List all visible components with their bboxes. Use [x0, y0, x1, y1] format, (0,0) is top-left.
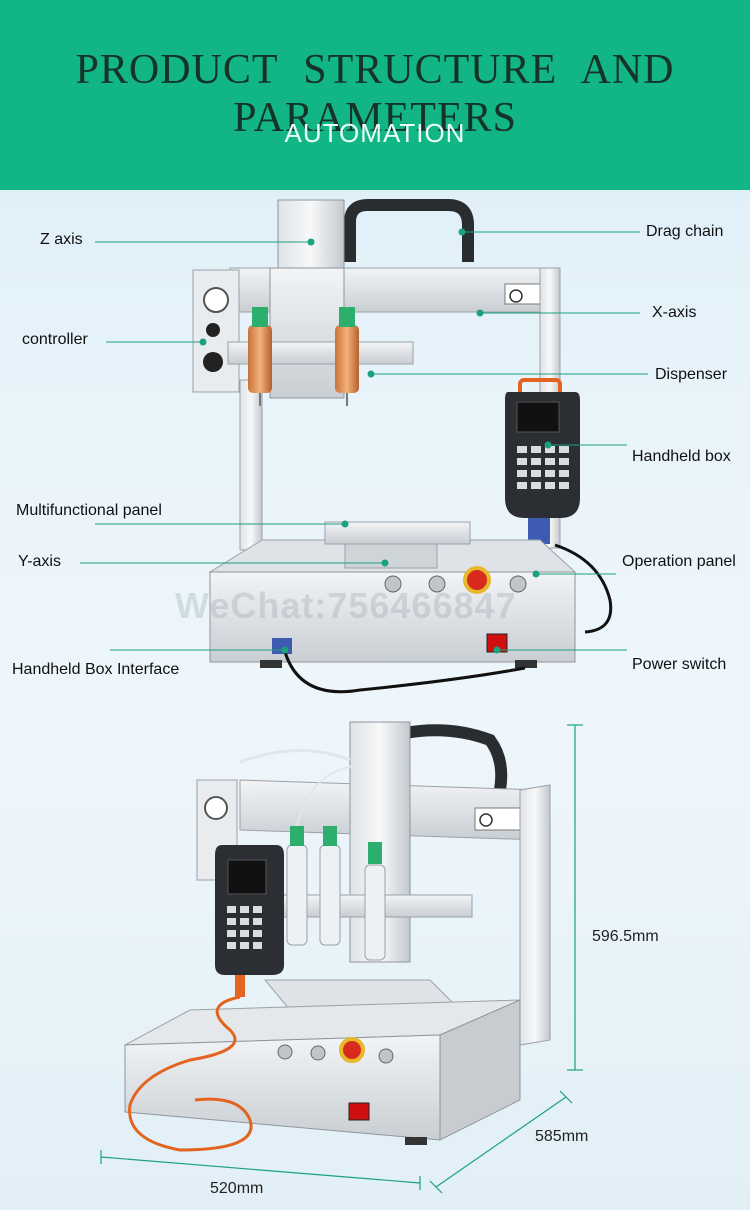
label-operation-panel: Operation panel	[622, 553, 736, 570]
dimension-lines	[100, 724, 583, 1194]
watermark: WeChat:756466847	[175, 585, 517, 626]
label-power-switch: Power switch	[632, 656, 727, 673]
label-controller: controller	[22, 331, 88, 348]
label-y-axis: Y-axis	[18, 553, 61, 570]
label-handheld-box-interface: Handheld Box Interface	[12, 661, 180, 678]
label-dispenser: Dispenser	[655, 366, 728, 383]
label-multifunctional-panel: Multifunctional panel	[16, 502, 162, 519]
label-handheld-box: Handheld box	[632, 448, 731, 465]
dimension-width: 520mm	[210, 1180, 264, 1197]
leader-lines	[80, 228, 648, 654]
label-drag-chain: Drag chain	[646, 223, 724, 240]
page-subtitle: AUTOMATION	[284, 118, 466, 148]
page-title: PRODUCT STRUCTURE AND PARAMETERS	[75, 47, 675, 141]
machine-front-view	[192, 199, 613, 694]
label-x-axis: X-axis	[652, 304, 697, 321]
label-z-axis: Z axis	[40, 231, 83, 248]
page-header: PRODUCT STRUCTURE AND PARAMETERS AUTOMAT…	[0, 0, 750, 190]
dimension-height: 596.5mm	[592, 928, 659, 945]
dimension-depth: 585mm	[535, 1128, 589, 1145]
machine-perspective-view	[124, 721, 551, 1152]
